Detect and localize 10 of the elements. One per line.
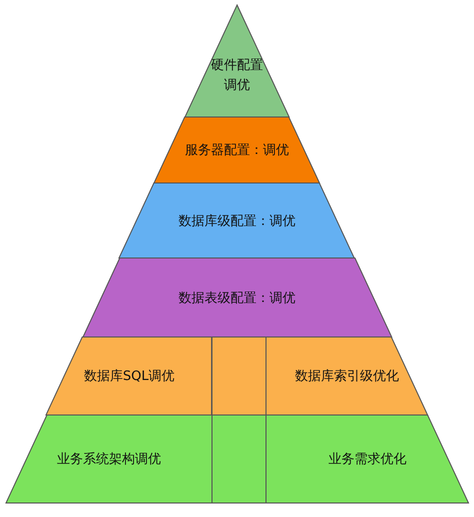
pyramid-tier: 服务器配置：调优 [154, 117, 320, 183]
pyramid-tier: 数据表级配置：调优 [82, 258, 392, 337]
pyramid-cell [212, 337, 266, 415]
pyramid-cell: 数据库SQL调优 [46, 337, 212, 415]
pyramid-tier: 数据库级配置：调优 [119, 183, 355, 258]
pyramid-cell: 数据库索引级优化 [266, 337, 428, 415]
pyramid-cell: 业务系统架构调优 [6, 415, 212, 503]
pyramid-cell: 业务需求优化 [266, 415, 468, 503]
pyramid-cell [212, 415, 266, 503]
pyramid-tier: 硬件配置调优 [184, 5, 290, 117]
